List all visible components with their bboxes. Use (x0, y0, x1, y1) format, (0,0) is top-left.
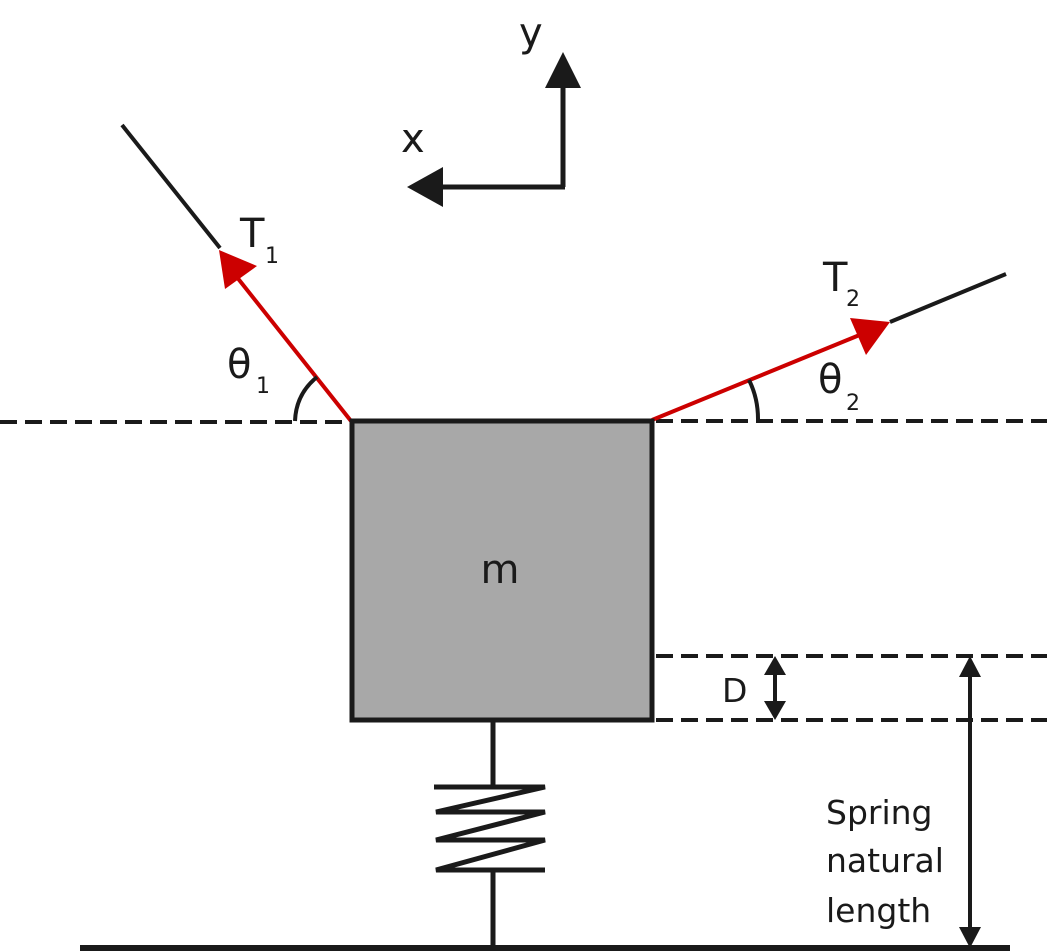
spring-length-dimension: Spring natural length (826, 656, 981, 948)
spring-length-label-line-3: length (826, 891, 931, 930)
tension-2-symbol: T (822, 255, 848, 301)
y-axis-arrowhead-icon (545, 52, 581, 88)
displacement-label: D (722, 671, 747, 710)
angle-1-symbol: θ (227, 342, 251, 388)
tension-1-vector (234, 274, 353, 423)
tension-2-subscript: 2 (846, 287, 860, 312)
spring-length-arrowhead-up-icon (959, 656, 981, 677)
displacement-arrowhead-up-icon (764, 656, 786, 675)
spring (434, 720, 546, 948)
string-1-line (120, 123, 222, 250)
angle-1-arc (293, 375, 319, 422)
x-axis-label: x (401, 116, 425, 162)
angle-2-subscript: 2 (846, 391, 860, 416)
spring-length-label-line-1: Spring (826, 793, 933, 832)
angle-2-arc (747, 379, 760, 420)
x-axis-arrowhead-icon (407, 167, 443, 207)
spring-coil (434, 784, 546, 873)
mass-label: m (481, 547, 520, 593)
angle-1-subscript: 1 (256, 374, 270, 399)
mass-block: m (349, 418, 655, 723)
tension-1-arrowhead-icon (219, 250, 257, 289)
reference-lines (0, 419, 1047, 722)
tension-2-arrowhead-icon (850, 318, 890, 355)
string-2 (651, 272, 1007, 422)
string-1 (120, 123, 353, 423)
coordinate-axes: y x (401, 10, 581, 207)
tension-2-vector (651, 332, 863, 422)
labels: T 1 T 2 θ 1 θ 2 (227, 211, 860, 416)
spring-length-label-line-2: natural (826, 841, 944, 880)
angle-2-symbol: θ (818, 357, 842, 403)
tension-1-subscript: 1 (265, 244, 279, 269)
string-2-line (889, 272, 1007, 324)
spring-length-arrowhead-down-icon (959, 927, 981, 948)
y-axis-label: y (519, 10, 543, 56)
displacement-dimension: D (722, 656, 786, 720)
mass-rectangle (349, 418, 655, 723)
tension-1-symbol: T (239, 211, 265, 257)
displacement-arrowhead-down-icon (764, 701, 786, 720)
